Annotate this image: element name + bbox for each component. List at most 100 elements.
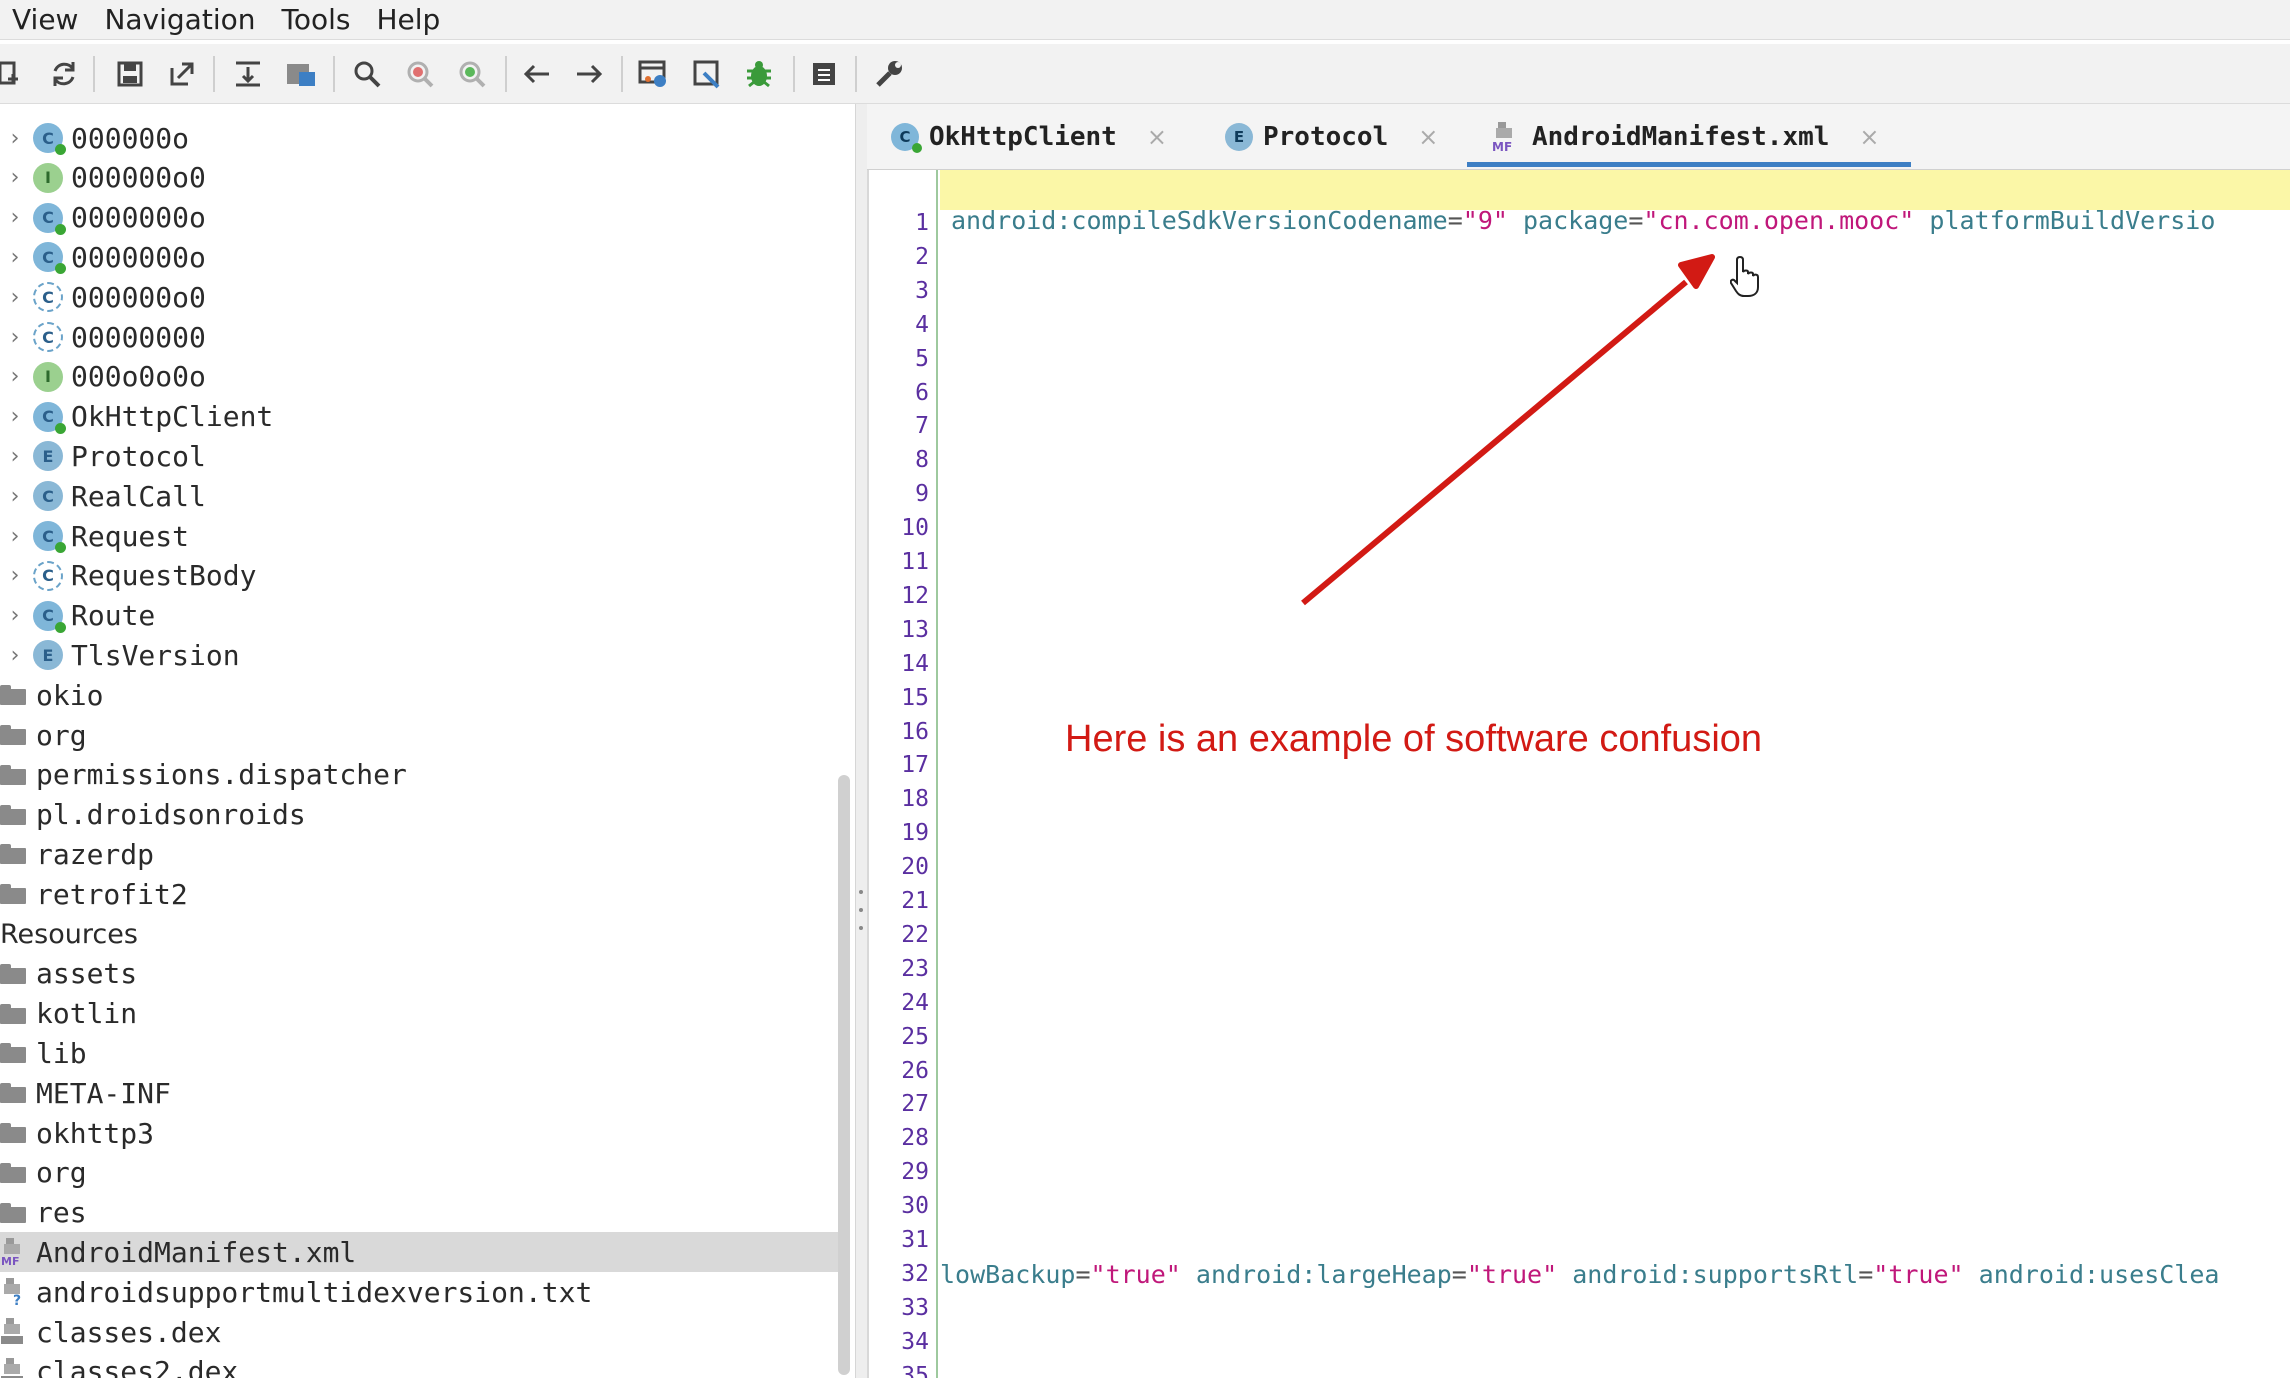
line-number: 17	[901, 752, 929, 779]
save-icon[interactable]	[112, 56, 148, 92]
line-number: 14	[901, 650, 929, 677]
close-icon[interactable]: ×	[1859, 123, 1880, 151]
preferences-icon[interactable]	[871, 56, 907, 92]
code-line-32[interactable]: lowBackup="true" android:largeHeap="true…	[940, 1260, 2220, 1289]
tree-item-label: org	[36, 1156, 87, 1190]
dex-file-icon	[0, 1317, 28, 1347]
find-usage-icon[interactable]	[454, 56, 490, 92]
chevron-right-icon[interactable]: ›	[10, 125, 20, 151]
tree-item-label: 00000000	[71, 320, 206, 354]
panel-splitter[interactable]	[855, 104, 867, 1378]
list-icon[interactable]	[806, 56, 842, 92]
tree-item[interactable]: lib	[0, 1033, 840, 1073]
folder-icon	[0, 1083, 26, 1104]
code-line-1[interactable]: android:compileSdkVersionCodename="9" pa…	[951, 206, 2216, 235]
menu-view[interactable]: View	[12, 2, 79, 36]
chevron-right-icon[interactable]: ›	[10, 563, 20, 589]
tree-item-label: org	[36, 718, 87, 752]
tab-protocol[interactable]: E Protocol ×	[1225, 104, 1438, 170]
chevron-right-icon[interactable]: ›	[10, 483, 20, 509]
tree-item[interactable]: classes.dex	[0, 1312, 840, 1352]
tree-item[interactable]: ?androidsupportmultidexversion.txt	[0, 1272, 840, 1312]
chevron-right-icon[interactable]: ›	[10, 284, 20, 310]
menu-help[interactable]: Help	[376, 2, 441, 36]
tree-item[interactable]: res	[0, 1193, 840, 1233]
tree-item[interactable]: razerdp	[0, 834, 840, 874]
tab-okhttpclient[interactable]: C OkHttpClient ×	[891, 104, 1167, 170]
tree-item[interactable]: META-INF	[0, 1073, 840, 1113]
tree-item[interactable]: classes2.dex	[0, 1352, 840, 1378]
chevron-right-icon[interactable]: ›	[10, 244, 20, 270]
export-icon[interactable]	[164, 56, 200, 92]
tree-item-label: classes2.dex	[36, 1355, 239, 1378]
line-number: 34	[901, 1328, 929, 1355]
tree-item-label: okhttp3	[36, 1116, 155, 1150]
debug-icon[interactable]	[741, 56, 777, 92]
chevron-right-icon[interactable]: ›	[10, 165, 20, 191]
menu-navigation[interactable]: Navigation	[104, 2, 256, 36]
tree-item[interactable]: org	[0, 1153, 840, 1193]
chevron-right-icon[interactable]: ›	[10, 404, 20, 430]
svg-text:MF: MF	[1492, 140, 1512, 152]
chevron-right-icon[interactable]: ›	[10, 324, 20, 350]
tree-item[interactable]: retrofit2	[0, 874, 840, 914]
tree-item-label: pl.droidsonroids	[36, 798, 306, 832]
line-number: 24	[901, 989, 929, 1016]
flatten-icon[interactable]	[230, 56, 266, 92]
deobfuscation-icon[interactable]	[636, 56, 672, 92]
tree-item[interactable]: assets	[0, 954, 840, 994]
tree-item[interactable]: permissions.dispatcher	[0, 755, 840, 795]
tree-item[interactable]: Resources	[0, 914, 840, 954]
tree-item-label: kotlin	[36, 997, 138, 1031]
package-icon[interactable]	[283, 56, 319, 92]
line-number: 13	[901, 616, 929, 643]
tree-item[interactable]: org	[0, 715, 840, 755]
tab-androidmanifest[interactable]: MF AndroidManifest.xml ×	[1492, 104, 1880, 170]
close-icon[interactable]: ×	[1418, 123, 1439, 151]
close-icon[interactable]: ×	[1146, 123, 1167, 151]
add-file-icon[interactable]	[0, 56, 28, 92]
chevron-right-icon[interactable]: ›	[10, 642, 20, 668]
forward-icon[interactable]	[571, 56, 607, 92]
chevron-right-icon[interactable]: ›	[10, 443, 20, 469]
folder-icon	[0, 1043, 26, 1064]
tree-scrollbar[interactable]	[838, 775, 850, 1375]
tree-item-label: androidsupportmultidexversion.txt	[36, 1275, 593, 1309]
back-icon[interactable]	[519, 56, 555, 92]
line-number: 4	[915, 311, 929, 338]
chevron-right-icon[interactable]: ›	[10, 603, 20, 629]
search-icon[interactable]	[349, 56, 385, 92]
package-icon	[0, 725, 26, 745]
menu-tools[interactable]: Tools	[281, 2, 351, 36]
plain-icon: C	[33, 481, 63, 512]
line-number: 8	[915, 447, 929, 474]
line-number: 23	[901, 955, 929, 982]
tree-item[interactable]: okhttp3	[0, 1113, 840, 1153]
line-number: 19	[901, 820, 929, 847]
tree-item[interactable]: kotlin	[0, 994, 840, 1034]
chevron-right-icon[interactable]: ›	[10, 364, 20, 390]
log-viewer-icon[interactable]	[689, 56, 725, 92]
chevron-right-icon[interactable]: ›	[10, 523, 20, 549]
chevron-right-icon[interactable]: ›	[10, 205, 20, 231]
tree-item[interactable]: okio	[0, 675, 840, 715]
sync-icon[interactable]	[46, 56, 82, 92]
tree-item[interactable]: pl.droidsonroids	[0, 795, 840, 835]
class-icon: C	[891, 123, 922, 153]
find-class-icon[interactable]	[402, 56, 438, 92]
